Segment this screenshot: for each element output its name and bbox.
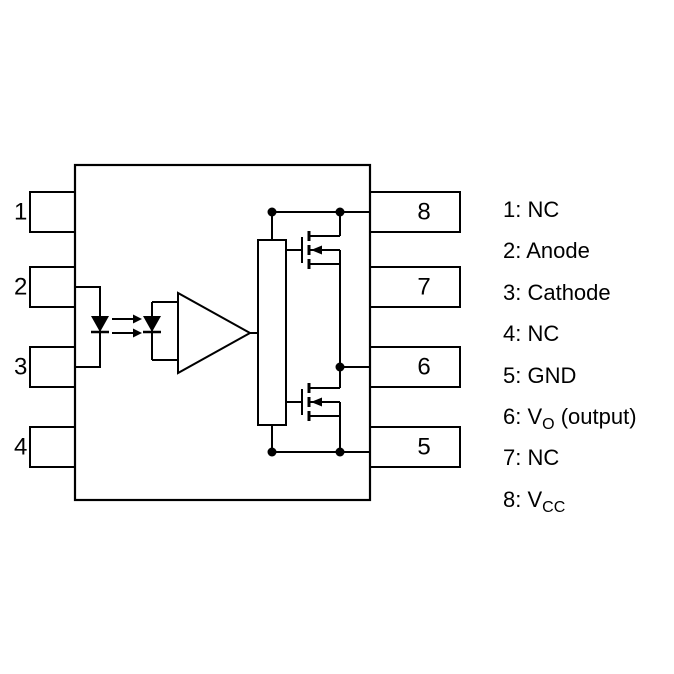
mosfet-low-side-icon [286,383,341,421]
pin-box-7 [369,266,461,308]
pin-box-1 [29,191,76,233]
legend-item-1: 1: NC [503,193,637,234]
pin-box-4 [29,426,76,468]
pin-number-7: 7 [417,274,430,301]
light-arrows-icon [112,314,142,338]
legend-subscript: CC [542,498,566,516]
legend-item-7: 7: NC [503,441,637,482]
legend-item-6: 6: VO (output) [503,400,637,441]
pin-number-5: 5 [417,434,430,461]
legend-text: 3: Cathode [503,279,611,305]
legend-item-3: 3: Cathode [503,276,637,317]
pin-number-4: 4 [14,434,27,461]
mosfet-high-side-icon [286,231,341,269]
legend-text: 6: V [503,404,543,430]
legend-text: 2: Anode [503,238,590,264]
pin-legend: 1: NC 2: Anode 3: Cathode 4: NC 5: GND 6… [503,193,637,524]
pin-number-2: 2 [14,274,27,301]
pin-box-5 [369,426,461,468]
led-input-wire [75,286,101,368]
pin-box-8 [369,191,461,233]
ic-body [73,163,372,502]
legend-item-8: 8: VCC [503,483,637,524]
legend-text: (output) [554,404,637,430]
legend-subscript: O [542,416,555,434]
legend-item-2: 2: Anode [503,234,637,275]
pin-box-3 [29,346,76,388]
pin-numbers: 1 2 3 4 8 7 6 5 [14,199,431,461]
pin-number-8: 8 [417,199,430,226]
junction-dots [267,207,345,457]
pin-box-2 [29,266,76,308]
legend-text: 8: V [503,486,543,512]
legend-text: 7: NC [503,445,560,471]
pin-number-3: 3 [14,354,27,381]
legend-text: 4: NC [503,321,560,347]
pin-number-6: 6 [417,354,430,381]
legend-text: 5: GND [503,362,577,388]
pin-box-6 [369,346,461,388]
driver-block [257,239,287,426]
pin-number-1: 1 [14,199,27,226]
led-diode-icon [91,316,109,334]
legend-item-5: 5: GND [503,359,637,400]
legend-item-4: 4: NC [503,317,637,358]
amplifier-triangle-icon [177,291,253,375]
photodiode-icon [143,316,161,334]
legend-text: 1: NC [503,197,560,222]
internal-wiring [75,211,370,453]
